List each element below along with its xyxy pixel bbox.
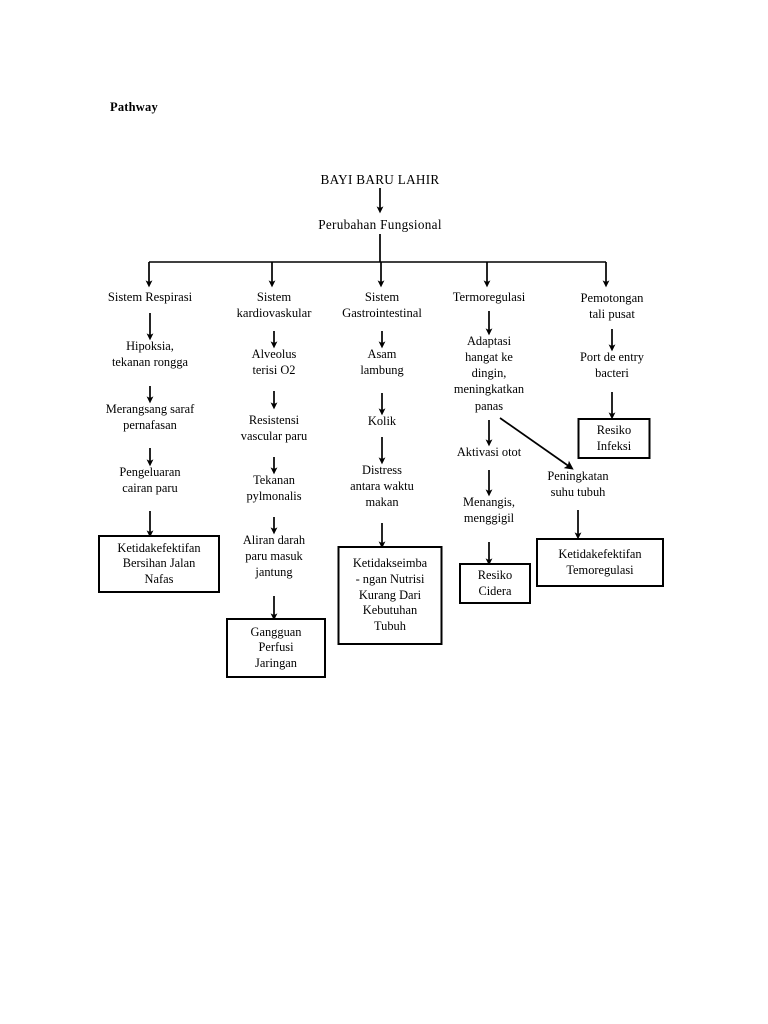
- outcome-box-resiko-cidera: Resiko Cidera: [459, 563, 531, 604]
- page-title: Pathway: [110, 100, 158, 114]
- node-pemotongan-tali-pusat: Pemotongan tali pusat: [580, 291, 644, 322]
- node-perubahan-fungsional: Perubahan Fungsional: [318, 217, 442, 232]
- node-merangsang-saraf-pernafasan: Merangsang saraf pernafasan: [105, 402, 195, 433]
- node-resistensi-vascular-paru: Resistensi vascular paru: [240, 413, 308, 444]
- node-aktivasi-otot: Aktivasi otot: [456, 445, 522, 459]
- node-asam-lambung: Asam lambung: [360, 347, 404, 378]
- arrow-adaptasi-to-peningkatan-suhu: [499, 417, 574, 470]
- node-tekanan-pylmonalis: Tekanan pylmonalis: [246, 473, 302, 504]
- node-peningkatan-suhu-tubuh: Peningkatan suhu tubuh: [547, 469, 609, 500]
- node-pengeluaran-cairan-paru: Pengeluaran cairan paru: [119, 465, 181, 496]
- node-hipoksia-tekanan-rongga: Hipoksia, tekanan rongga: [111, 339, 189, 370]
- node-aliran-darah-paru-masuk-jantung: Aliran darah paru masuk jantung: [242, 533, 306, 580]
- outcome-box-ketidakseimbangan-nutrisi: Ketidakseimba - ngan Nutrisi Kurang Dari…: [337, 546, 443, 645]
- outcome-box-resiko-infeksi: Resiko Infeksi: [577, 418, 651, 459]
- node-sistem-gastrointestinal: Sistem Gastrointestinal: [342, 290, 422, 321]
- node-sistem-kardiovaskular: Sistem kardiovaskular: [236, 290, 312, 321]
- node-kolik: Kolik: [367, 414, 397, 428]
- node-distress-antara-waktu-makan: Distress antara waktu makan: [350, 463, 414, 510]
- outcome-box-ketidakefektifan-temoregulasi: Ketidakefektifan Temoregulasi: [536, 538, 664, 587]
- node-termoregulasi: Termoregulasi: [452, 290, 526, 304]
- outcome-box-gangguan-perfusi-jaringan: Gangguan Perfusi Jaringan: [226, 618, 326, 678]
- node-adaptasi-hangat-ke-dingin: Adaptasi hangat ke dingin, meningkatkan …: [453, 334, 525, 413]
- outcome-box-ketidakefektifan-bersihan-jalan-nafas: Ketidakefektifan Bersihan Jalan Nafas: [98, 535, 220, 593]
- node-alveolus-terisi-o2: Alveolus terisi O2: [251, 347, 297, 378]
- node-sistem-respirasi: Sistem Respirasi: [107, 290, 193, 304]
- node-menangis-menggigil: Menangis, menggigil: [463, 495, 515, 526]
- node-bayi-baru-lahir: BAYI BARU LAHIR: [320, 172, 440, 187]
- node-port-de-entry-bacteri: Port de entry bacteri: [579, 350, 645, 381]
